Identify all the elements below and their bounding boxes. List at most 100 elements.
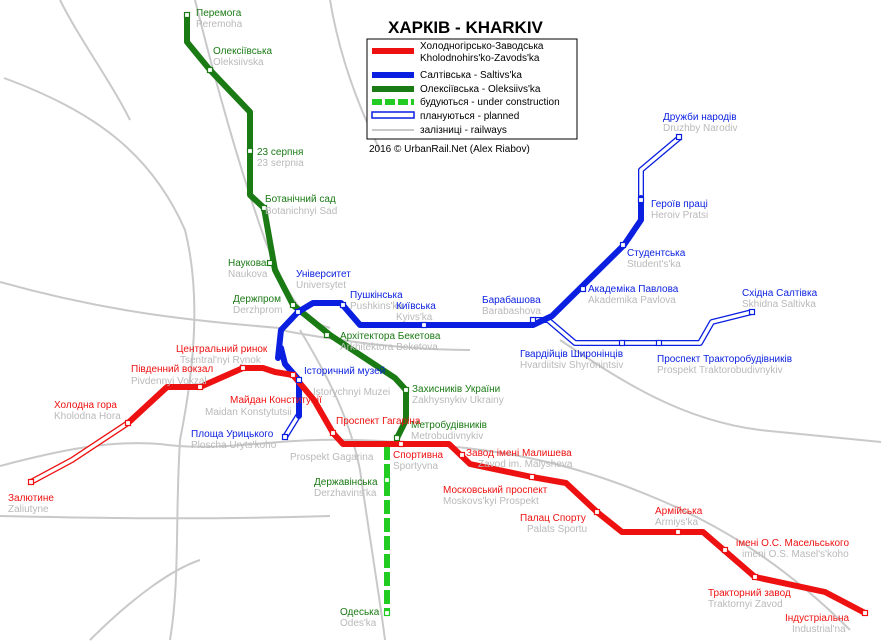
station-marker-prospekt-gagarina[interactable] — [329, 429, 337, 437]
station-labels: Перемога Peremoha Олексіївська Oleksiivs… — [8, 8, 850, 635]
station-label[interactable]: імені О.С. Масельського — [736, 538, 849, 549]
station-label[interactable]: Спортивна — [393, 450, 444, 461]
station-marker-barabashova[interactable] — [529, 316, 537, 324]
station-marker-metrobudivnykiv[interactable] — [393, 434, 401, 442]
station-marker-zakhysnykiv-ukrainy[interactable] — [402, 386, 410, 394]
station-marker-prospekt-traktorobudivnykiv[interactable] — [655, 339, 663, 347]
station-label[interactable]: Державінська — [314, 477, 378, 488]
station-marker-akademika-pavlova[interactable] — [579, 285, 587, 293]
station-label-latin: Ploscha Uryts'koho — [191, 440, 277, 451]
station-marker-naukova[interactable] — [266, 259, 274, 267]
station-label[interactable]: Південний вокзал — [131, 364, 213, 375]
station-marker-tsentralnyi-rynok[interactable] — [239, 364, 247, 372]
station-marker-pushkinska[interactable] — [339, 301, 347, 309]
station-marker-pivdennyi-vokzal[interactable] — [196, 383, 204, 391]
station-label-latin: Student's'ka — [627, 259, 681, 270]
legend-label: Kholodnohirs'ko-Zavods'ka — [420, 53, 540, 64]
station-label-latin: Zavod im. Malysheva — [478, 459, 573, 470]
station-label[interactable]: Московський проспект — [443, 485, 548, 496]
station-marker-botanichnyi-sad[interactable] — [260, 204, 268, 212]
station-label[interactable]: Історичний музей — [304, 366, 385, 377]
station-marker-traktornyi-zavod[interactable] — [751, 573, 759, 581]
station-marker-palats-sportu[interactable] — [593, 508, 601, 516]
station-label-latin: Tsentral'nyi Rynok — [180, 355, 262, 366]
station-label[interactable]: Дружби народів — [663, 111, 737, 123]
station-label[interactable]: Тракторний завод — [708, 588, 791, 599]
station-label-latin: Naukova — [228, 269, 268, 280]
station-marker-skhidna-saltivka[interactable] — [748, 308, 756, 316]
station-label[interactable]: Палац Спорту — [520, 513, 586, 524]
station-label-latin: Armiys'ka — [655, 517, 698, 528]
station-marker-peremoha[interactable] — [183, 11, 191, 19]
station-label-latin: Heroiv Pratsi — [651, 210, 708, 221]
station-marker-heroiv-pratsi[interactable] — [637, 196, 645, 204]
station-label-latin: Pivdennyi Vokzal — [131, 376, 207, 387]
station-label[interactable]: Академіка Павлова — [588, 284, 679, 295]
station-marker-maselskoho[interactable] — [721, 546, 729, 554]
station-label-latin: imeni O.S. Masel's'koho — [742, 549, 849, 560]
station-label[interactable]: Перемога — [196, 8, 242, 19]
station-marker-oleksiivska[interactable] — [206, 66, 214, 74]
station-label-latin: Barabashova — [482, 306, 541, 317]
station-label[interactable]: 23 серпня — [257, 147, 303, 158]
station-label[interactable]: Площа Урицького — [191, 429, 274, 440]
station-label[interactable]: Проспект Тракторобудівників — [657, 353, 792, 365]
red-line — [125, 365, 868, 616]
station-label-latin: Sportyvna — [393, 461, 438, 472]
station-label[interactable]: Київська — [396, 301, 436, 312]
station-label-latin: Druzhby Narodiv — [663, 123, 737, 134]
station-label[interactable]: Армійська — [655, 506, 703, 517]
station-marker-druzhby-narodiv[interactable] — [675, 133, 683, 141]
station-marker-zaliutyne[interactable] — [27, 478, 35, 486]
station-label-latin: Moskovs'kyi Prospekt — [443, 496, 539, 507]
station-label[interactable]: Захисників України — [412, 384, 500, 395]
station-marker-derzhavinska[interactable] — [383, 476, 391, 484]
station-marker-arkhitektora-beketova[interactable] — [323, 331, 331, 339]
station-label[interactable]: Олексіївська — [213, 46, 273, 57]
station-label[interactable]: Наукова — [228, 258, 267, 269]
station-label-latin: Industrial'na — [792, 624, 846, 635]
station-marker-sportyvna[interactable] — [397, 440, 405, 448]
station-marker-ploscha-urytskoho[interactable] — [281, 433, 289, 441]
station-label[interactable]: Пушкінська — [350, 290, 403, 301]
station-label[interactable]: Проспект Гагаріна — [336, 416, 421, 427]
station-label[interactable]: Героїв праці — [651, 199, 708, 210]
station-label[interactable]: Східна Салтівка — [742, 288, 818, 299]
station-label[interactable]: Архітектора Бекетова — [340, 331, 441, 342]
legend-label: залізниці - railways — [420, 125, 507, 136]
station-label[interactable]: Держпром — [233, 294, 281, 305]
station-label[interactable]: Метробудівників — [411, 419, 487, 431]
station-label[interactable]: Залютине — [8, 493, 54, 504]
blue-line — [275, 195, 644, 361]
station-marker-moskovskyi-prospekt[interactable] — [528, 473, 536, 481]
station-marker-maidan-konstytutsii[interactable] — [289, 371, 297, 379]
station-label[interactable]: Барабашова — [482, 294, 541, 306]
station-label[interactable]: Завод імені Малишева — [466, 448, 572, 459]
station-label[interactable]: Гвардійців Широнінців — [520, 349, 623, 360]
station-label-latin: Palats Sportu — [527, 524, 587, 535]
station-marker-industrialna[interactable] — [861, 609, 869, 617]
station-marker-derzhprom[interactable] — [289, 301, 297, 309]
station-label[interactable]: Університет — [296, 269, 351, 280]
station-marker-kholodna-hora[interactable] — [124, 419, 132, 427]
station-marker-odeska[interactable] — [383, 609, 391, 617]
station-marker-studentska[interactable] — [619, 241, 627, 249]
station-label[interactable]: Ботанічний сад — [265, 194, 336, 205]
station-label[interactable]: Майдан Конституції — [230, 395, 322, 406]
station-marker-hvardiitsiv-shyronintsiv[interactable] — [618, 339, 626, 347]
station-label[interactable]: Центральний ринок — [176, 344, 268, 355]
station-marker-armiyska[interactable] — [674, 528, 682, 536]
station-label-latin: Kyivs'ka — [396, 312, 433, 323]
station-label[interactable]: Індустріальна — [785, 613, 850, 624]
station-label[interactable]: Одеська — [340, 607, 380, 618]
station-marker-universytet[interactable] — [294, 308, 302, 316]
station-marker-zavod-malysheva[interactable] — [458, 451, 466, 459]
station-marker-istorychnyi-muzei[interactable] — [295, 376, 303, 384]
station-label[interactable]: Холодна гора — [54, 400, 117, 411]
station-marker-kyivska[interactable] — [420, 321, 428, 329]
station-label[interactable]: Студентська — [627, 248, 686, 259]
map-credit: 2016 © UrbanRail.Net (Alex Riabov) — [369, 144, 530, 155]
station-marker-23-serpnia[interactable] — [246, 147, 254, 155]
